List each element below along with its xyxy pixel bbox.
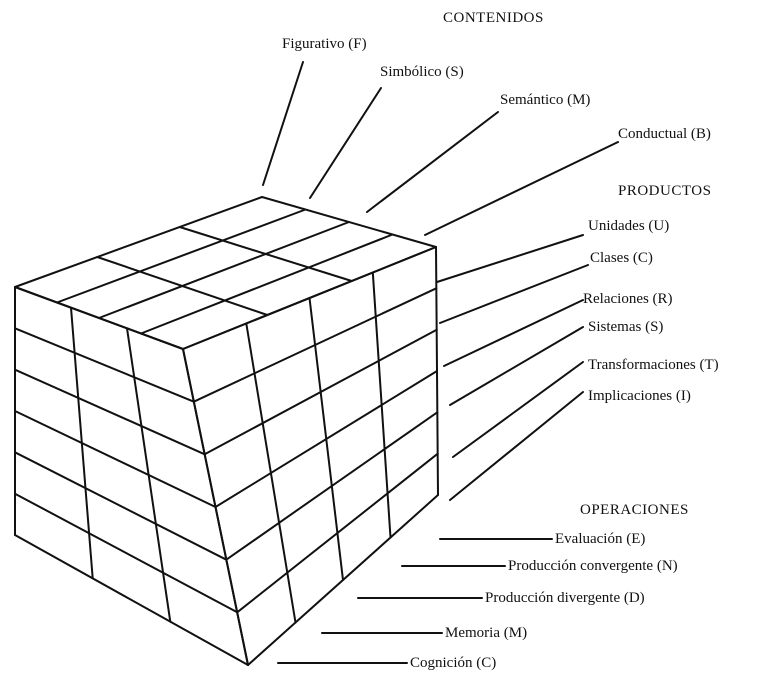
- leader-transformaciones: [452, 361, 584, 458]
- top-line-fb-15: [14, 196, 263, 288]
- right-horizontal-line-28: [214, 370, 438, 508]
- operaciones-item-memoria: Memoria (M): [445, 625, 527, 641]
- top-line-fb-18: [140, 233, 394, 335]
- front-horizontal-line-8: [14, 451, 228, 561]
- operaciones-item-produccion-convergente: Producción convergente (N): [508, 558, 678, 574]
- operaciones-item-evaluacion: Evaluación (E): [555, 531, 645, 547]
- right-horizontal-line-30: [236, 452, 439, 614]
- contenidos-item-simbolico: Simbólico (S): [380, 64, 464, 80]
- right-horizontal-line-31: [247, 494, 439, 666]
- leader-figurativo: [262, 61, 304, 186]
- top-line-fb-17: [98, 221, 350, 319]
- productos-item-clases: Clases (C): [590, 250, 653, 266]
- productos-item-sistemas: Sistemas (S): [588, 319, 663, 335]
- right-horizontal-line-26: [192, 287, 438, 403]
- leader-implicaciones: [449, 391, 584, 501]
- contenidos-title: CONTENIDOS: [443, 10, 544, 26]
- leader-sistemas: [449, 326, 584, 406]
- front-horizontal-line-6: [14, 368, 206, 456]
- contenidos-item-figurativo: Figurativo (F): [282, 36, 367, 52]
- leader-relaciones: [443, 299, 584, 367]
- contenidos-item-semantico: Semántico (M): [500, 92, 590, 108]
- front-horizontal-line-5: [14, 327, 195, 403]
- cube-grid: [14, 196, 439, 666]
- productos-item-relaciones: Relaciones (R): [583, 291, 673, 307]
- leader-semantico: [366, 111, 499, 213]
- leader-unidades: [436, 234, 584, 283]
- operaciones-item-produccion-divergente: Producción divergente (D): [485, 590, 645, 606]
- operaciones-item-cognicion: Cognición (C): [410, 655, 496, 671]
- right-horizontal-line-27: [203, 328, 438, 456]
- right-horizontal-line-29: [225, 411, 439, 561]
- front-horizontal-line-7: [14, 410, 217, 508]
- productos-item-implicaciones: Implicaciones (I): [588, 388, 691, 404]
- operaciones-title: OPERACIONES: [580, 502, 689, 518]
- contenidos-item-conductual: Conductual (B): [618, 126, 711, 142]
- leader-conductual: [424, 141, 619, 236]
- labels: CONTENIDOS Figurativo (F) Simbólico (S) …: [282, 10, 719, 671]
- top-line-fb-16: [56, 208, 307, 304]
- productos-item-transformaciones: Transformaciones (T): [588, 357, 719, 373]
- leader-lines: [262, 61, 619, 664]
- right-horizontal-line-25: [182, 246, 437, 350]
- front-horizontal-line-10: [14, 534, 249, 666]
- productos-item-unidades: Unidades (U): [588, 218, 669, 234]
- productos-title: PRODUCTOS: [618, 183, 711, 199]
- leader-clases: [439, 264, 589, 324]
- front-horizontal-line-9: [14, 492, 239, 614]
- leader-simbolico: [309, 87, 382, 199]
